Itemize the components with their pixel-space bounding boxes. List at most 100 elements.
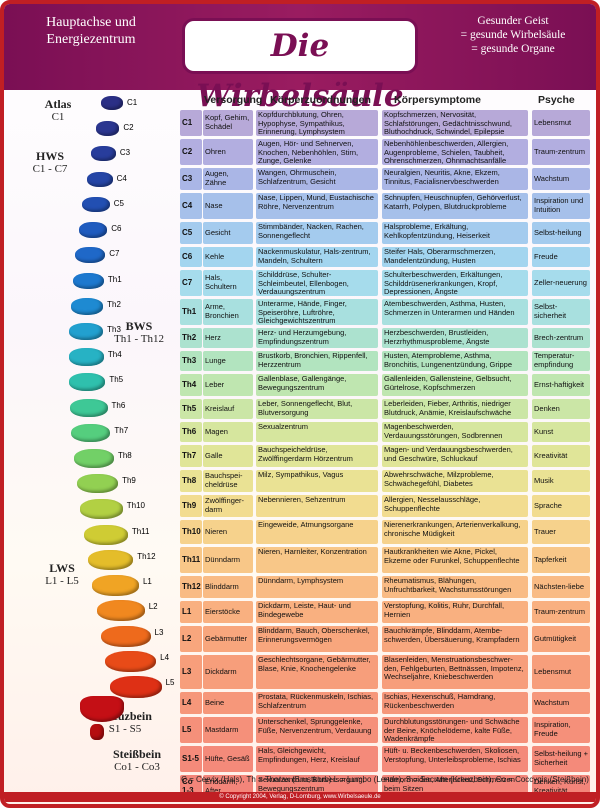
row-code: S1-5 — [180, 746, 202, 772]
row-koerperzuordnung: Prostata, Rückenmuskeln, Ischias, Schlaf… — [256, 692, 378, 714]
row-versorgung: Galle — [203, 445, 253, 467]
vertebra-label: C2 — [123, 123, 134, 133]
row-koerpersymptome: Herzbeschwerden, Brustleiden, Herzrhythm… — [382, 328, 528, 348]
row-koerperzuordnung: Milz, Sympathikus, Vagus — [256, 470, 378, 492]
row-koerperzuordnung: Herz- und Herzumgebung, Empfindungszentr… — [256, 328, 378, 348]
vertebra — [70, 297, 104, 315]
vertebra-label: C7 — [109, 249, 120, 259]
vertebra — [91, 146, 116, 162]
row-code: C3 — [180, 168, 202, 190]
row-psyche: Denken — [532, 399, 590, 419]
col-korper: Körperzuordnungen — [270, 94, 371, 106]
row-versorgung: Nase — [203, 193, 253, 219]
vertebra-label: L3 — [154, 627, 164, 637]
row-psyche: Inspiration und Intuition — [532, 193, 590, 219]
vertebra — [96, 121, 120, 136]
row-versorgung: Blinddarm — [203, 576, 253, 598]
row-versorgung: Nieren — [203, 520, 253, 544]
row-versorgung: Bauchspei-cheldrüse — [203, 470, 253, 492]
region-hws-sub: C1 - C7 — [32, 163, 68, 175]
row-versorgung: Zwölffinger-darm — [203, 495, 253, 517]
row-koerperzuordnung: Sexualzentrum — [256, 422, 378, 442]
vertebra-label: Th5 — [109, 375, 124, 385]
row-psyche: Tapferkeit — [532, 547, 590, 573]
vertebra-label: Th3 — [107, 324, 121, 334]
row-koerpersymptome: Leberleiden, Fieber, Arthritis, niedrige… — [382, 399, 528, 419]
row-koerperzuordnung: Nackenmuskulatur, Hals-zentrum, Mandeln,… — [256, 247, 378, 267]
col-psyche: Psyche — [538, 94, 575, 106]
abbreviation-legend: C = Cervix (Hals), Th = Thorax (Brustkor… — [181, 775, 589, 784]
vertebra-label: C1 — [127, 98, 138, 107]
region-kreuzbein-sub: S1 - S5 — [108, 723, 142, 735]
row-code: Th5 — [180, 399, 202, 419]
vertebra-label: C4 — [116, 173, 127, 183]
row-code: C6 — [180, 247, 202, 267]
region-hws-title: HWS — [35, 149, 64, 163]
row-versorgung: Kopf, Gehirn, Schädel — [203, 110, 253, 136]
region-lws-title: LWS — [49, 561, 75, 575]
row-code: Th12 — [180, 576, 202, 598]
row-psyche: Zeller-neuerung — [532, 270, 590, 296]
region-atlas-title: Atlas — [44, 97, 72, 111]
header-right-line3: = gesunde Organe — [471, 43, 555, 55]
vertebra — [72, 272, 104, 289]
row-versorgung: Eierstöcke — [203, 601, 253, 623]
row-code: L3 — [180, 655, 202, 689]
header-right-line2: = gesunde Wirbelsäule — [460, 29, 566, 41]
row-psyche: Brech-zentrum — [532, 328, 590, 348]
vertebra — [83, 524, 128, 545]
row-koerperzuordnung: Leber, Sonnengeflecht, Blut, Blutversorg… — [256, 399, 378, 419]
row-versorgung: Arme, Bronchien — [203, 299, 253, 325]
row-code: Th2 — [180, 328, 202, 348]
row-koerperzuordnung: Blinddarm, Bauch, Oberschenkel, Erinneru… — [256, 626, 378, 652]
row-versorgung: Lunge — [203, 351, 253, 371]
vertebra-label: L2 — [148, 602, 158, 612]
vertebra-label: L1 — [142, 577, 152, 587]
vertebra — [68, 348, 104, 366]
row-versorgung: Beine — [203, 692, 253, 714]
page-title: Die Wirbelsäule — [196, 28, 404, 114]
vertebra-label: Th11 — [131, 526, 150, 536]
row-versorgung: Kreislauf — [203, 399, 253, 419]
row-koerpersymptome: Husten, Atemprobleme, Asthma, Bronchitis… — [382, 351, 528, 371]
region-atlas-sub: C1 — [51, 111, 65, 123]
row-psyche: Trauer — [532, 520, 590, 544]
row-koerperzuordnung: Stimmbänder, Nacken, Rachen, Sonnengefle… — [256, 222, 378, 244]
vertebra-label: Th12 — [137, 551, 156, 561]
vertebra-label: C6 — [111, 224, 122, 234]
table-header: Versorgung Körperzuordnungen Körpersympt… — [180, 94, 590, 108]
vertebra — [101, 625, 151, 647]
row-code: L2 — [180, 626, 202, 652]
row-koerperzuordnung: Wangen, Ohrmuschein, Schlafzentrum, Gesi… — [256, 168, 378, 190]
row-code: L4 — [180, 692, 202, 714]
row-koerpersymptome: Ischias, Hexenschuß, Harndrang, Rückenbe… — [382, 692, 528, 714]
row-koerpersymptome: Gallenleiden, Gallensteine, Gelbsucht, G… — [382, 374, 528, 396]
row-psyche: Selbst-heilung — [532, 222, 590, 244]
row-psyche: Freude — [532, 247, 590, 267]
row-koerpersymptome: Nierenerkrankungen, Arterienverkalkung, … — [382, 520, 528, 544]
row-code: C4 — [180, 193, 202, 219]
row-koerpersymptome: Nebenhöhlenbeschwerden, Allergien, Augen… — [382, 139, 528, 165]
row-psyche: Kreativität — [532, 445, 590, 467]
row-koerperzuordnung: Brustkorb, Bronchien, Rippenfell, Herzze… — [256, 351, 378, 371]
row-psyche: Gutmütigkeit — [532, 626, 590, 652]
row-psyche: Kunst — [532, 422, 590, 442]
sacrum-shape — [80, 696, 124, 722]
